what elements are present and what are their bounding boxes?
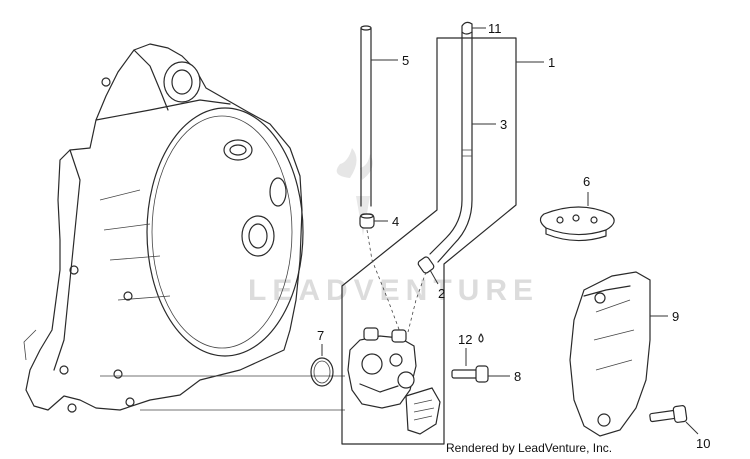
callout-11: 11 <box>472 21 502 36</box>
svg-text:2: 2 <box>438 286 445 301</box>
callout-1: 1 <box>516 55 555 70</box>
part-11-cap <box>461 21 473 35</box>
engine-cover <box>23 43 304 413</box>
callout-8: 8 <box>488 369 521 384</box>
part-8-bolt <box>451 365 489 383</box>
part-2-connector <box>417 256 435 274</box>
svg-text:11: 11 <box>488 21 502 36</box>
part-5-pipe <box>360 25 372 207</box>
callout-12: 12 <box>458 332 472 366</box>
watermark-text: LEADVENTURE <box>248 274 539 307</box>
svg-text:5: 5 <box>402 53 409 68</box>
callout-4: 4 <box>374 214 399 229</box>
svg-text:10: 10 <box>696 436 710 451</box>
part-3-pipe <box>429 31 473 263</box>
svg-text:9: 9 <box>672 309 679 324</box>
callout-7: 7 <box>317 328 324 356</box>
svg-text:8: 8 <box>514 369 521 384</box>
svg-text:4: 4 <box>392 214 399 229</box>
svg-text:6: 6 <box>583 174 590 189</box>
callout-3: 3 <box>472 117 507 132</box>
callout-10: 10 <box>685 421 710 451</box>
part-7-oring <box>310 357 334 387</box>
part-6-gasket <box>539 206 615 242</box>
footer-credit: Rendered by LeadVenture, Inc. <box>446 441 612 455</box>
part-4-clamp <box>359 213 375 229</box>
callout-6: 6 <box>583 174 590 206</box>
svg-text:3: 3 <box>500 117 507 132</box>
part-12-drop-icon <box>478 333 484 343</box>
oil-pump <box>347 327 441 435</box>
callout-2: 2 <box>429 269 445 301</box>
group-box-1 <box>341 37 517 445</box>
svg-text:12: 12 <box>458 332 472 347</box>
svg-text:7: 7 <box>317 328 324 343</box>
callout-9: 9 <box>650 309 679 324</box>
part-9-side-cover <box>569 271 651 437</box>
svg-text:1: 1 <box>548 55 555 70</box>
part-10-bolt <box>649 405 688 423</box>
callout-5: 5 <box>371 53 409 68</box>
